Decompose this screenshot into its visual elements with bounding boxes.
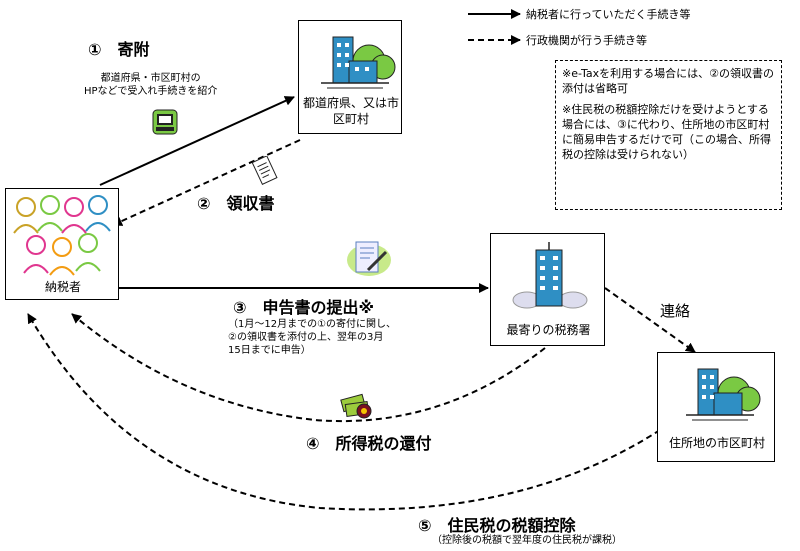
residence-node: 住所地の市区町村 [657,352,775,462]
tax-office-node: 最寄りの税務署 [490,233,605,346]
note-box: ※e-Taxを利用する場合には、②の領収書の添付は省略可 ※住民税の税額控除だけ… [555,60,782,210]
contact-label: 連絡 [660,302,691,320]
step1-description: 都道府県・市区町村の HPなどで受入れ手続きを紹介 [84,73,218,97]
money-icon [340,393,372,419]
taxpayer-node: 納税者 [5,188,119,300]
prefecture-label: 都道府県、又は市区町村 [302,96,399,126]
legend-solid-label: 納税者に行っていただく手続き等 [526,8,691,21]
tax-office-label: 最寄りの税務署 [506,323,591,337]
note-resident-tax: ※住民税の税額控除だけを受けようとする場合には、③に代わり、住所地の市区町村に簡… [562,103,771,161]
city-building-icon [321,36,396,89]
computer-icon [152,109,178,135]
residence-building-icon [686,368,761,421]
step2-title: ② 領収書 [197,194,275,213]
note-etax: ※e-Taxを利用する場合には、②の領収書の添付は省略可 [562,67,774,95]
tax-office-building-icon [512,242,588,309]
legend-dashed-label: 行政機関が行う手続き等 [526,34,647,47]
receipt-icon [252,156,278,186]
step5-description: （控除後の税額で翌年度の住民税が課税） [432,535,622,546]
step4-title: ④ 所得税の還付 [306,434,432,453]
residence-label: 住所地の市区町村 [668,436,765,450]
arrow-receipt [112,139,301,226]
arrow-refund [71,313,546,423]
step5-title: ⑤ 住民税の税額控除 [418,516,576,535]
step3-title: ③ 申告書の提出※ [233,298,375,317]
tax-return-form-icon [347,241,391,276]
arrow-resident-tax [27,313,661,511]
people-group-icon [13,195,111,276]
step3-description: （1月～12月までの①の寄付に関し、 ②の領収書を添付の上、翌年の3月 15日ま… [228,319,397,356]
arrow-contact [604,287,696,353]
arrow-donation [99,96,295,186]
step1-title: ① 寄附 [88,40,150,59]
prefecture-node: 都道府県、又は市区町村 [298,20,402,134]
taxpayer-label: 納税者 [44,280,81,294]
